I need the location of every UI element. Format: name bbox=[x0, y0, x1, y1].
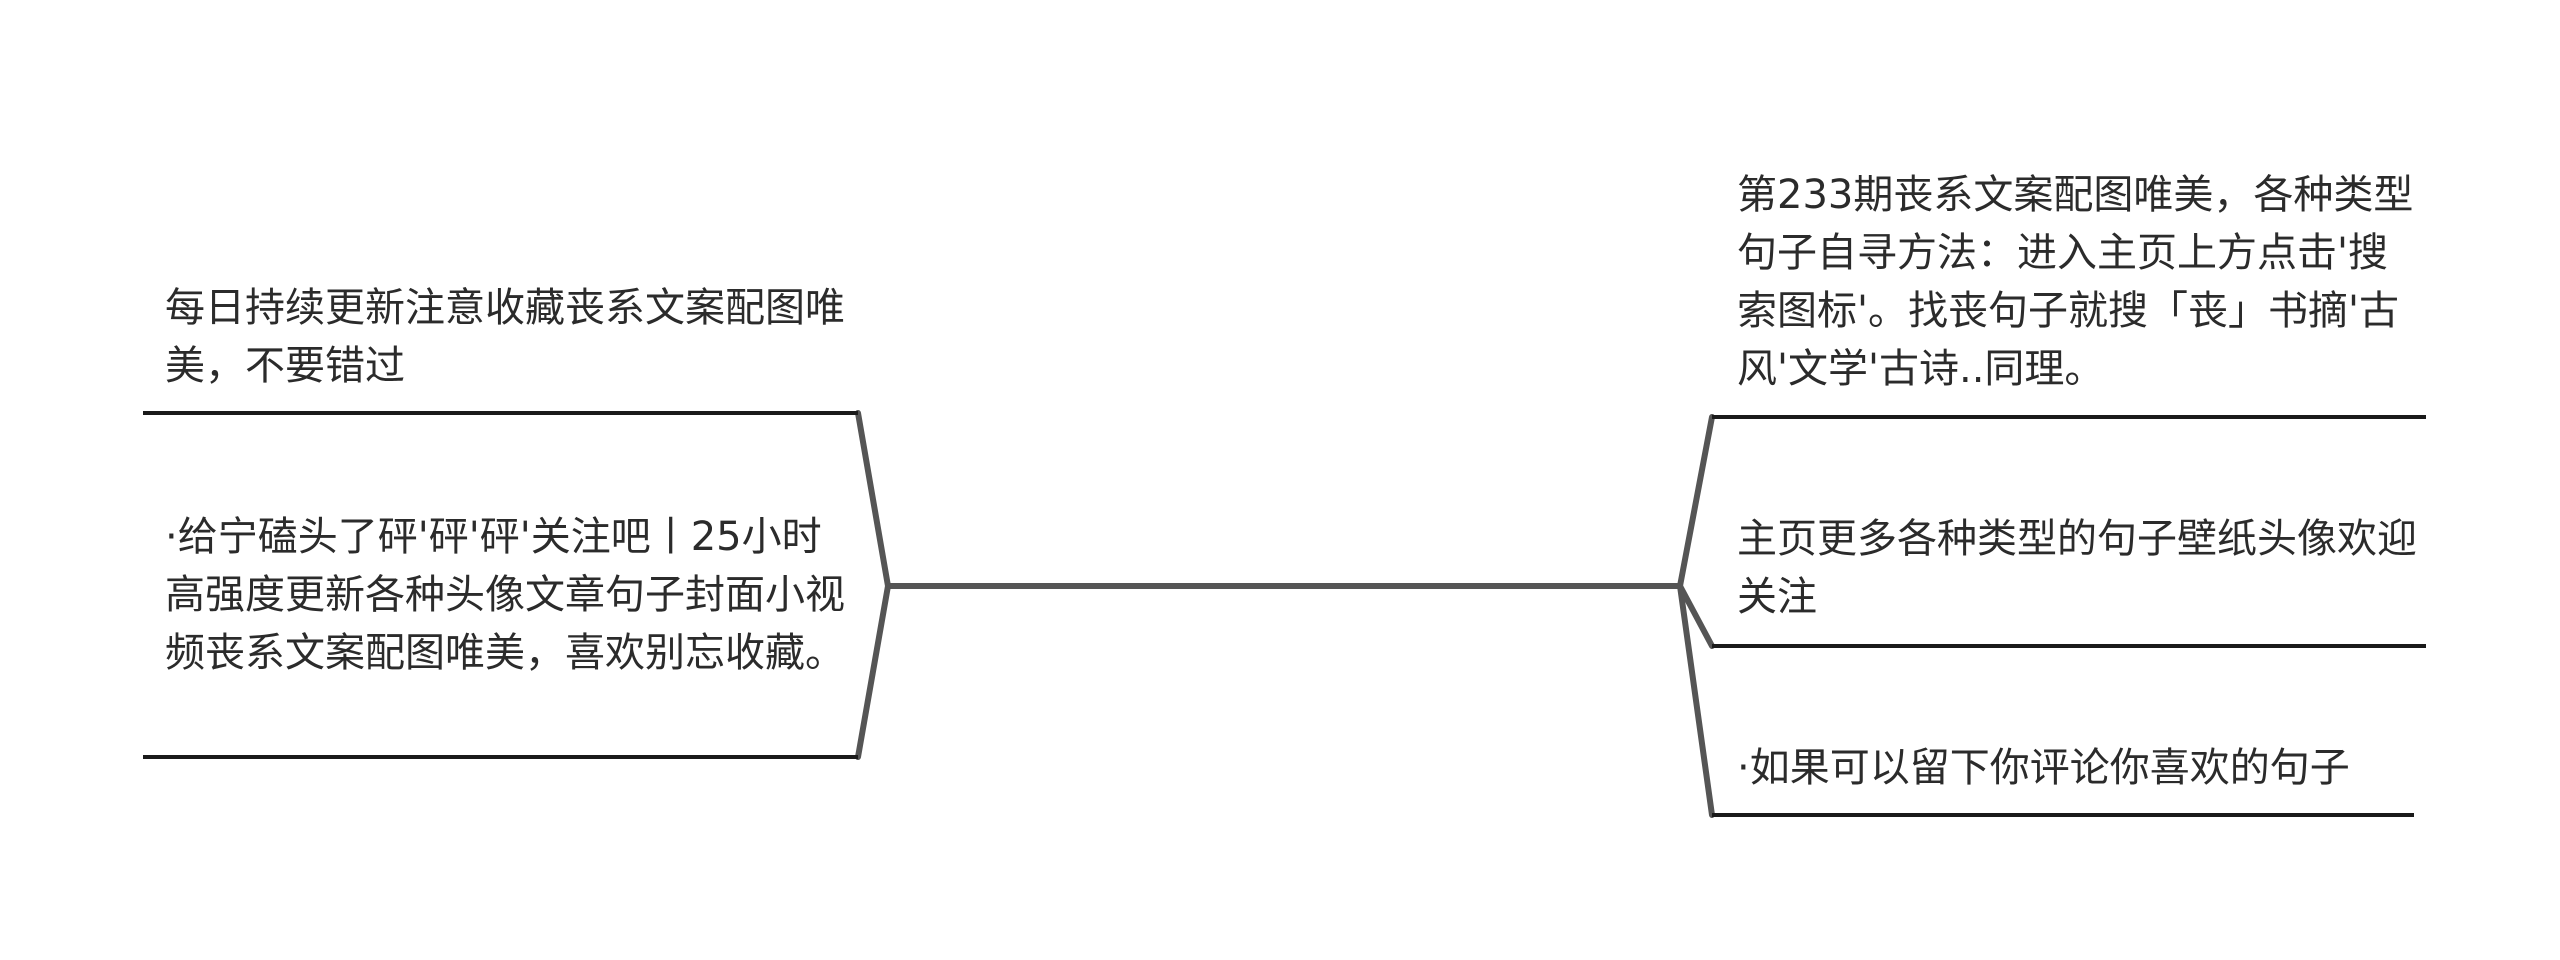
left-bracket-connector bbox=[855, 410, 891, 760]
right-branch-1-connector bbox=[1677, 414, 1715, 589]
right-node-3-text: ·如果可以留下你评论你喜欢的句子 bbox=[1737, 745, 2350, 791]
right-node-1-text: 第233期丧系文案配图唯美，各种类型句子自寻方法：进入主页上方点击'搜索图标'。… bbox=[1737, 172, 2414, 392]
left-node-1-text: 每日持续更新注意收藏丧系文案配图唯美，不要错过 bbox=[165, 285, 845, 389]
right-branch-3-connector bbox=[1677, 583, 1715, 818]
right-node-2-text: 主页更多各种类型的句子壁纸头像欢迎关注 bbox=[1737, 516, 2417, 620]
right-branch-2-connector bbox=[1677, 583, 1715, 649]
left-node-2-text: ·给宁磕头了砰'砰'砰'关注吧丨25小时高强度更新各种头像文章句子封面小视频丧系… bbox=[165, 514, 845, 676]
